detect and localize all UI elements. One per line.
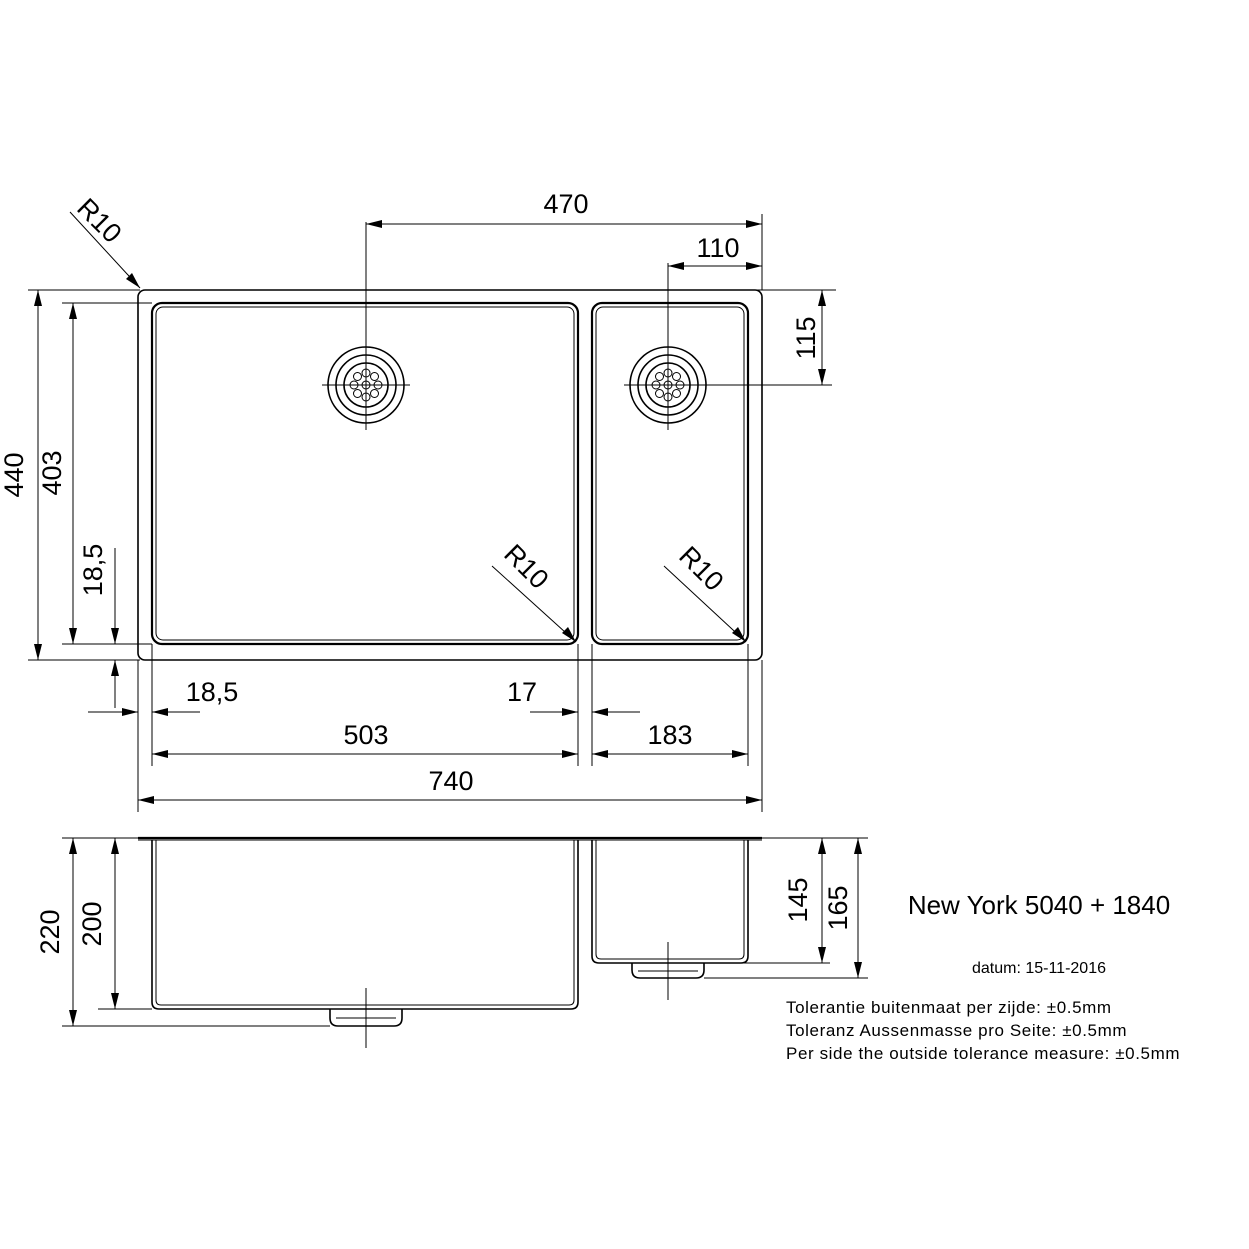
dim-183: 183 <box>647 720 692 750</box>
big-bowl-outline <box>150 301 580 646</box>
dim-18-5-horizontal: 18,5 <box>186 677 239 707</box>
big-bowl-section <box>151 840 579 1010</box>
small-bowl-inner-edge <box>595 306 745 641</box>
tolerance-english: Per side the outside tolerance measure: … <box>786 1044 1180 1063</box>
dim-220: 220 <box>35 909 65 954</box>
dim-470: 470 <box>543 189 588 219</box>
model-title: New York 5040 + 1840 <box>908 890 1170 920</box>
dim-17: 17 <box>507 677 537 707</box>
dim-440: 440 <box>0 452 29 497</box>
dim-503: 503 <box>343 720 388 750</box>
radius-small-bowl: R10 <box>673 541 729 597</box>
dim-403: 403 <box>37 450 67 495</box>
small-bowl-section <box>591 840 749 964</box>
big-bowl-inner-edge <box>155 306 575 641</box>
sink-outer-outline <box>137 289 763 661</box>
small-bowl-outline <box>590 301 750 646</box>
dim-200: 200 <box>77 901 107 946</box>
plan-view: 470 110 115 440 403 18,5 18,5 <box>0 189 836 812</box>
small-bowl-drain <box>624 263 832 430</box>
big-bowl-drain <box>322 222 410 430</box>
section-view: 220 200 145 165 <box>35 836 868 1048</box>
dim-165: 165 <box>823 885 853 930</box>
dim-740: 740 <box>428 766 473 796</box>
title-block: New York 5040 + 1840 datum: 15-11-2016 T… <box>786 890 1180 1063</box>
tolerance-dutch: Tolerantie buitenmaat per zijde: ±0.5mm <box>786 998 1112 1017</box>
radius-top-left: R10 <box>71 193 127 249</box>
dim-18-5-vertical: 18,5 <box>78 544 108 597</box>
radius-big-bowl: R10 <box>498 539 554 595</box>
dim-110: 110 <box>696 233 739 263</box>
dim-115: 115 <box>791 316 821 359</box>
dim-145: 145 <box>783 877 813 922</box>
tolerance-german: Toleranz Aussenmasse pro Seite: ±0.5mm <box>786 1021 1127 1040</box>
drawing-date: datum: 15-11-2016 <box>972 960 1106 977</box>
